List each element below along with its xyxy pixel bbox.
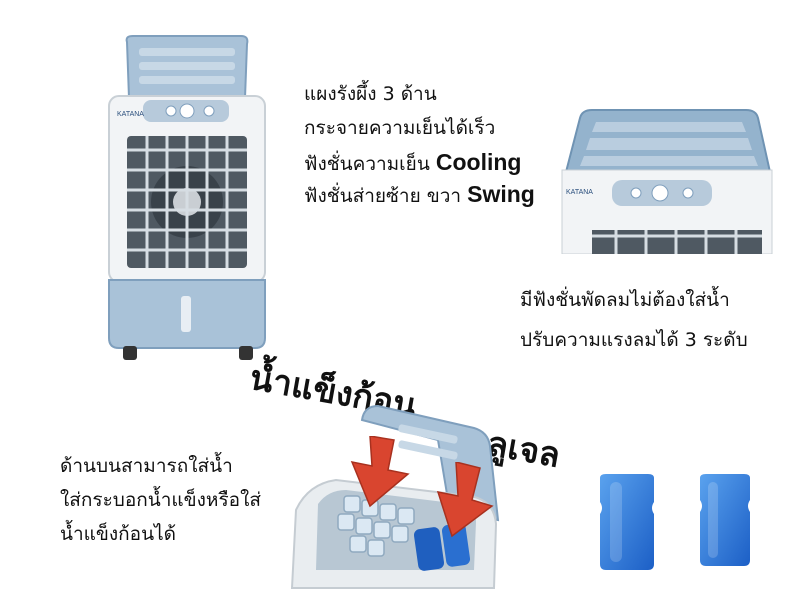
feature-text-bottom: ด้านบนสามารถใส่น้ำ ใส่กระบอกน้ำแข็งหรือใ… bbox=[60, 452, 261, 548]
feature-swing-keyword: Swing bbox=[467, 181, 535, 207]
feature-ice-cubes: น้ำแข็งก้อนได้ bbox=[60, 523, 176, 545]
feature-wind-levels: ปรับความแรงลมได้ 3 ระดับ bbox=[520, 329, 748, 351]
svg-text:KATANA: KATANA bbox=[117, 111, 144, 118]
air-cooler-main: KATANA bbox=[95, 30, 275, 370]
feature-ice-bottle: ใส่กระบอกน้ำแข็งหรือใส่ bbox=[60, 489, 261, 511]
feature-swing: ฟังชั่นส่ายซ้าย ขวา Swing bbox=[304, 180, 535, 210]
feature-fan-mode: มีฟังชั่นพัดลมไม่ต้องใส่น้ำ bbox=[520, 289, 730, 311]
arrow-down-icon bbox=[436, 462, 494, 538]
feature-cooling-keyword: Cooling bbox=[435, 149, 522, 175]
feature-cooling-label: ฟังชั่นความเย็น bbox=[304, 153, 430, 175]
arrow-down-icon bbox=[350, 436, 410, 508]
feature-text-top: แผงรังผึ้ง 3 ด้าน กระจายความเย็นได้เร็ว … bbox=[304, 80, 535, 210]
feature-swing-label: ฟังชั่นส่ายซ้าย ขวา bbox=[304, 185, 462, 207]
ice-pack-image bbox=[600, 474, 654, 570]
feature-text-right: มีฟังชั่นพัดลมไม่ต้องใส่น้ำ ปรับความแรงล… bbox=[520, 286, 748, 354]
feature-cooling: ฟังชั่นความเย็น Cooling bbox=[304, 148, 535, 178]
svg-text:KATANA: KATANA bbox=[566, 189, 593, 196]
feature-top-fill: ด้านบนสามารถใส่น้ำ bbox=[60, 455, 233, 477]
air-cooler-top-closeup: KATANA bbox=[556, 108, 776, 255]
feature-honeycomb: แผงรังผึ้ง 3 ด้าน bbox=[304, 83, 437, 105]
feature-fast-cooling: กระจายความเย็นได้เร็ว bbox=[304, 117, 496, 139]
ice-pack-image bbox=[700, 474, 750, 566]
